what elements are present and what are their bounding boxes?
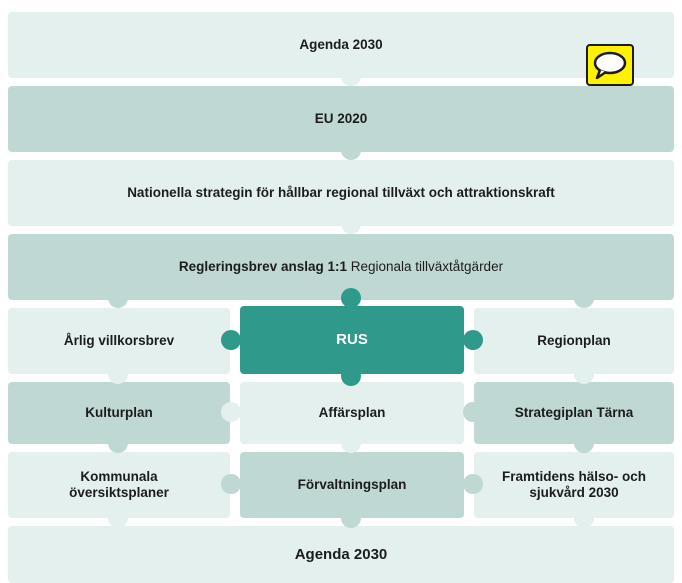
agenda-2030-bottom-block: Agenda 2030: [8, 526, 674, 583]
puzzle-connector: [463, 330, 483, 350]
puzzle-connector: [574, 433, 594, 453]
puzzle-connector: [463, 402, 483, 422]
puzzle-connector: [341, 508, 361, 528]
arlig-villkorsbrev-label: Årlig villkorsbrev: [63, 332, 175, 348]
puzzle-connector: [108, 508, 128, 528]
regleringsbrev-label: Regleringsbrev anslag 1:1 Regionala till…: [179, 259, 503, 275]
affarsplan-label: Affärsplan: [318, 404, 386, 420]
framtidens-halso-block: Framtidens hälso- och sjukvård 2030: [474, 452, 674, 518]
kommunala-oversiktsplaner-block: Kommunala översiktsplaner: [8, 452, 230, 518]
puzzle-connector: [341, 366, 361, 386]
puzzle-connector: [108, 288, 128, 308]
agenda-2030-top-block: Agenda 2030: [8, 12, 674, 78]
framtidens-halso-label: Framtidens hälso- och sjukvård 2030: [501, 468, 647, 500]
strategiplan-tarna-block: Strategiplan Tärna: [474, 382, 674, 444]
kulturplan-label: Kulturplan: [85, 404, 153, 420]
speech-bubble-icon[interactable]: [586, 44, 634, 86]
regleringsbrev-block: Regleringsbrev anslag 1:1 Regionala till…: [8, 234, 674, 300]
puzzle-connector: [574, 364, 594, 384]
regleringsbrev-rest: Regionala tillväxtåtgärder: [346, 258, 504, 274]
forvaltningsplan-block: Förvaltningsplan: [240, 452, 464, 518]
puzzle-connector: [574, 508, 594, 528]
puzzle-connector: [574, 288, 594, 308]
national-strategy-block: Nationella strategin för hållbar regiona…: [8, 160, 674, 226]
forvaltningsplan-label: Förvaltningsplan: [297, 476, 407, 492]
regionplan-block: Regionplan: [474, 308, 674, 374]
eu-2020-label: EU 2020: [314, 110, 368, 126]
kommunala-oversiktsplaner-label: Kommunala översiktsplaner: [69, 468, 169, 500]
national-strategy-label: Nationella strategin för hållbar regiona…: [127, 184, 555, 200]
regionplan-label: Regionplan: [537, 332, 611, 348]
puzzle-connector: [108, 364, 128, 384]
puzzle-connector: [341, 433, 361, 453]
puzzle-connector: [341, 288, 361, 308]
puzzle-connector: [221, 474, 241, 494]
rus-label: RUS: [336, 331, 368, 348]
puzzle-connector: [463, 474, 483, 494]
regleringsbrev-bold: Regleringsbrev anslag 1:1: [178, 258, 347, 274]
strategiplan-tarna-label: Strategiplan Tärna: [514, 404, 634, 420]
puzzle-connector: [108, 433, 128, 453]
eu-2020-block: EU 2020: [8, 86, 674, 152]
puzzle-connector: [221, 330, 241, 350]
puzzle-connector: [221, 402, 241, 422]
agenda-2030-top-label: Agenda 2030: [299, 36, 383, 52]
agenda-2030-bottom-label: Agenda 2030: [294, 545, 388, 563]
arlig-villkorsbrev-block: Årlig villkorsbrev: [8, 308, 230, 374]
puzzle-connector: [341, 140, 361, 160]
rus-block: RUS: [240, 306, 464, 374]
puzzle-connector: [341, 66, 361, 86]
puzzle-connector: [341, 214, 361, 234]
